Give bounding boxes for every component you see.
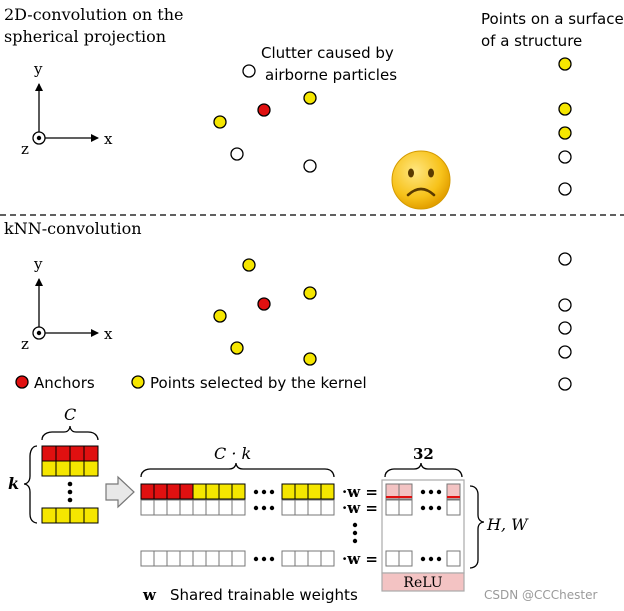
anchor-point (257, 297, 271, 311)
legend-anchor-marker (15, 375, 29, 389)
output-matrix (385, 483, 461, 567)
legend-anchor-label: Anchors (34, 374, 95, 392)
selected-point (303, 286, 317, 300)
z-axis-label: z (21, 140, 29, 158)
surface-point (558, 252, 572, 266)
k-label: k (8, 474, 19, 493)
surface-point (558, 377, 572, 391)
w-equals-label: ·w = (342, 550, 378, 568)
weight-row-last (140, 550, 335, 567)
watermark: CSDN @CCChester (484, 588, 597, 602)
selected-point (230, 341, 244, 355)
ck-brace (140, 462, 335, 478)
k-brace (23, 445, 38, 524)
anchor-point (257, 103, 271, 117)
selected-point (303, 91, 317, 105)
legend-selected-label: Points selected by the kernel (150, 374, 367, 392)
n32-label: 32 (413, 445, 434, 463)
y-axis-label: y (33, 255, 43, 273)
w-equals-label: ·w = (342, 483, 378, 501)
surface-point (558, 321, 572, 335)
sad-face-icon (391, 150, 451, 210)
x-axis-label: x (104, 325, 113, 343)
hw-brace (469, 485, 485, 569)
n32-brace (384, 462, 463, 478)
clutter-label-line2: airborne particles (265, 66, 397, 84)
surface-label-line2: of a structure (481, 32, 582, 50)
axes-bottom: y x z (21, 255, 113, 353)
c-label: C (64, 405, 76, 424)
clutter-point (303, 159, 317, 173)
c-brace (41, 425, 99, 441)
surface-point (558, 345, 572, 359)
relu-label: ReLU (403, 575, 442, 591)
legend-selected-marker (131, 375, 145, 389)
selected-point (213, 309, 227, 323)
weight-row-1 (140, 499, 335, 516)
w-equals-label: ·w = (342, 499, 378, 517)
surface-point (558, 57, 572, 71)
axes-top: y x z (21, 60, 113, 158)
y-axis-label: y (33, 60, 43, 78)
surface-point (558, 182, 572, 196)
surface-point (558, 298, 572, 312)
top-title-line1: 2D-convolution on the (4, 5, 184, 24)
hw-label: H, W (486, 515, 529, 534)
shared-weight-label: Shared trainable weights (170, 586, 358, 604)
x-axis-label: x (104, 130, 113, 148)
selected-point (242, 258, 256, 272)
surface-label-line1: Points on a surface (481, 10, 624, 28)
clutter-point (242, 64, 256, 78)
arrow-right-icon (105, 475, 135, 509)
selected-point (213, 115, 227, 129)
selected-point (303, 352, 317, 366)
knn-title: kNN-convolution (4, 219, 142, 238)
surface-point (558, 126, 572, 140)
clutter-label-line1: Clutter caused by (261, 44, 394, 62)
relu-label-box (381, 572, 465, 592)
top-title-line2: spherical projection (4, 27, 166, 46)
clutter-point (230, 147, 244, 161)
z-axis-label: z (21, 335, 29, 353)
surface-point (558, 150, 572, 164)
legend: Anchors Points selected by the kernel (15, 374, 367, 392)
shared-weight-symbol: w (142, 586, 157, 604)
surface-point (558, 102, 572, 116)
top-points (213, 57, 572, 196)
kernel-matrix (41, 445, 99, 524)
middle-points (213, 252, 572, 391)
ck-label: C · k (214, 444, 251, 463)
flattened-row-1 (140, 483, 335, 500)
